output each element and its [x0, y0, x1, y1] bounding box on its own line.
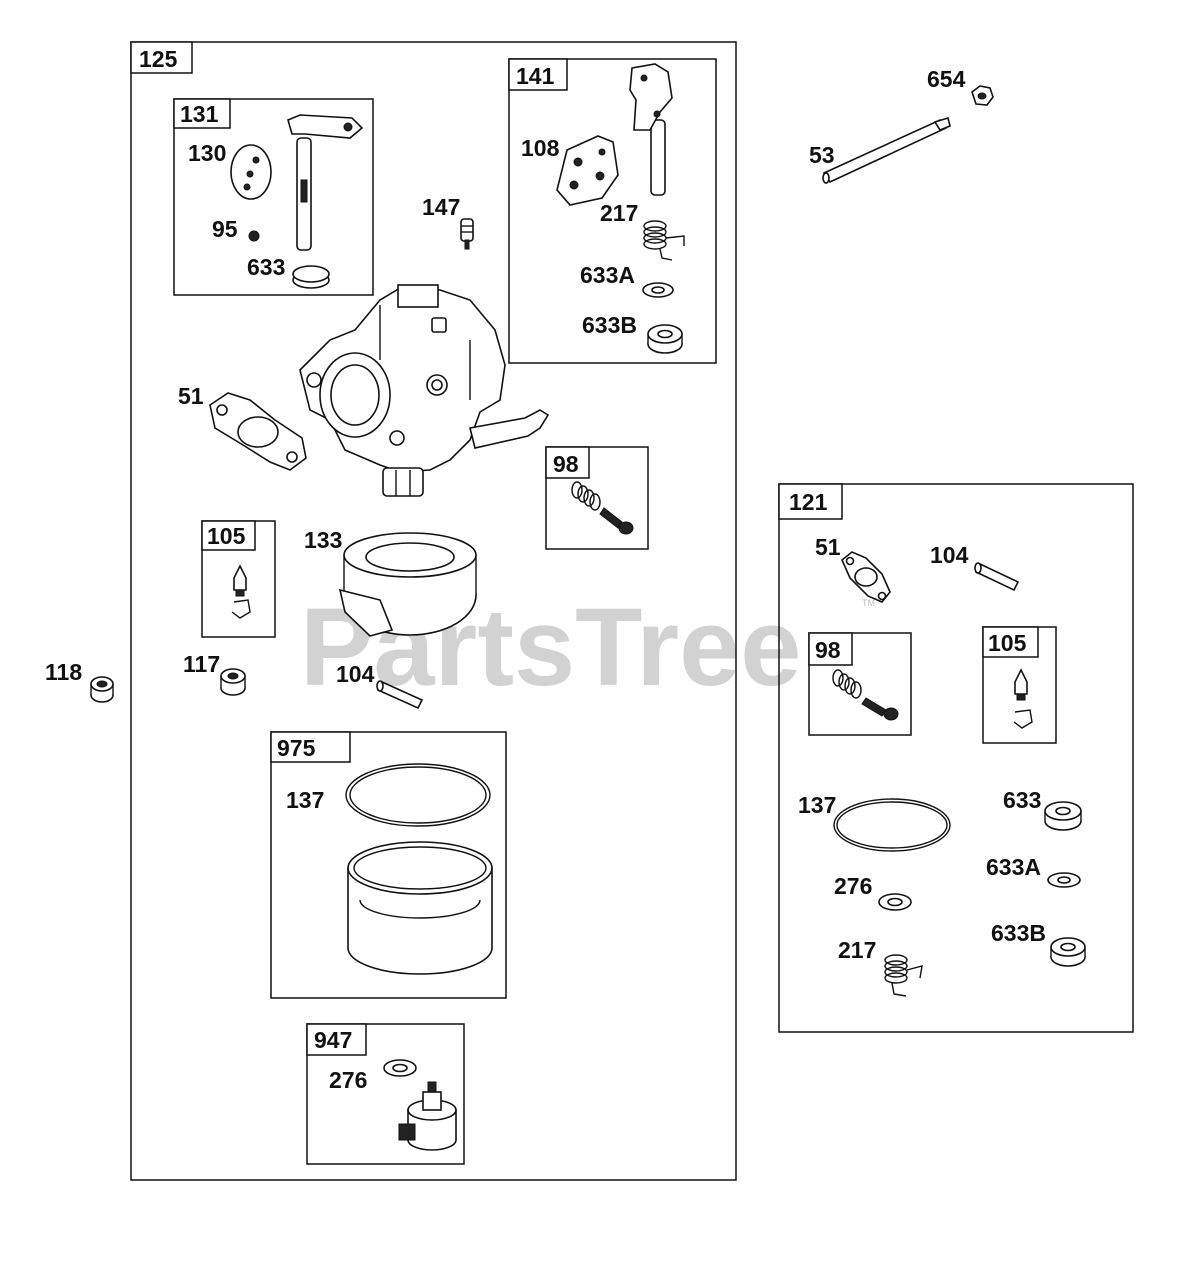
spring-217-kit-part[interactable]	[884, 954, 923, 997]
washer-276-part[interactable]	[383, 1059, 417, 1077]
mixture-screw-part[interactable]	[571, 481, 634, 535]
label-633: 633	[247, 254, 285, 280]
label-276-kit: 276	[834, 873, 872, 899]
group-tag-131: 131	[180, 101, 219, 127]
group-98-left[interactable]: 98	[545, 446, 649, 550]
washer-633A-kit-part[interactable]	[1047, 872, 1081, 888]
label-633-kit: 633	[1003, 787, 1041, 813]
spring-217-part[interactable]	[643, 220, 685, 261]
pin-104-kit-part[interactable]	[974, 562, 1020, 592]
label-276: 276	[329, 1067, 367, 1093]
group-tag-105-right: 105	[988, 630, 1027, 656]
watermark-trademark: TM	[862, 598, 875, 608]
group-121[interactable]: 121	[778, 483, 1134, 1033]
label-118: 118	[45, 659, 82, 685]
label-137: 137	[286, 787, 324, 813]
group-tag-125: 125	[139, 46, 178, 72]
washer-633A-part[interactable]	[642, 282, 674, 298]
group-tag-121: 121	[789, 489, 828, 515]
group-131[interactable]: 131	[173, 98, 374, 296]
label-104-kit: 104	[930, 542, 969, 568]
o-ring-137-kit-part[interactable]	[833, 798, 951, 852]
label-654: 654	[927, 66, 966, 92]
mixture-screw-kit-part[interactable]	[832, 669, 899, 721]
fuel-solenoid-part[interactable]	[398, 1081, 457, 1151]
label-53: 53	[809, 142, 835, 168]
label-633B-kit: 633B	[991, 920, 1046, 946]
inlet-needle-kit-part[interactable]	[1013, 668, 1033, 729]
plug-117-part[interactable]	[220, 668, 246, 696]
group-tag-975: 975	[277, 735, 316, 761]
washer-633-part[interactable]	[292, 265, 330, 289]
choke-shaft-part[interactable]	[287, 114, 364, 251]
pin-104-part[interactable]	[376, 680, 424, 710]
label-104: 104	[336, 661, 375, 687]
label-95: 95	[212, 216, 238, 242]
group-105-left[interactable]: 105	[201, 520, 276, 638]
bushing-633B-part[interactable]	[647, 324, 683, 354]
bushing-633B-kit-part[interactable]	[1050, 937, 1086, 967]
idle-screw-147-part[interactable]	[460, 218, 474, 250]
group-98-right[interactable]: 98	[808, 632, 912, 736]
inlet-needle-part[interactable]	[231, 564, 251, 619]
group-tag-105-left: 105	[207, 523, 246, 549]
label-147: 147	[422, 194, 460, 220]
label-217-kit: 217	[838, 937, 876, 963]
washer-276-kit-part[interactable]	[878, 893, 912, 911]
label-633A: 633A	[580, 262, 635, 288]
float-bowl-part[interactable]	[347, 841, 493, 975]
label-117: 117	[183, 651, 220, 677]
gasket-51-kit-part[interactable]	[841, 551, 891, 603]
group-975[interactable]: 975	[270, 731, 507, 999]
group-947[interactable]: 947	[306, 1023, 465, 1165]
group-tag-947: 947	[314, 1027, 352, 1053]
o-ring-137-part[interactable]	[345, 763, 491, 827]
group-125[interactable]: 125	[130, 41, 737, 1181]
nut-654-part[interactable]	[971, 85, 994, 106]
label-51: 51	[178, 383, 204, 409]
gasket-51-part[interactable]	[209, 392, 307, 471]
throttle-shaft-part[interactable]	[629, 63, 673, 196]
throttle-plate-108-part[interactable]	[556, 135, 619, 206]
label-130: 130	[188, 140, 226, 166]
label-137-kit: 137	[798, 792, 836, 818]
label-633A-kit: 633A	[986, 854, 1041, 880]
group-141[interactable]: 141	[508, 58, 717, 364]
choke-plate-part[interactable]	[230, 144, 272, 200]
label-51-kit: 51	[815, 534, 841, 560]
group-105-right[interactable]: 105	[982, 626, 1057, 744]
stud-53-part[interactable]	[822, 116, 951, 184]
label-217: 217	[600, 200, 638, 226]
label-633B: 633B	[582, 312, 637, 338]
label-133: 133	[304, 527, 342, 553]
label-108: 108	[521, 135, 560, 161]
float-133-part[interactable]	[338, 532, 477, 637]
group-tag-141: 141	[516, 63, 555, 89]
carburetor-body-part[interactable]	[299, 284, 550, 497]
group-tag-98-right: 98	[815, 637, 841, 663]
group-tag-98-left: 98	[553, 451, 579, 477]
plug-118-part[interactable]	[90, 676, 114, 703]
screw-95-part[interactable]	[248, 230, 260, 242]
bushing-633-kit-part[interactable]	[1044, 801, 1082, 831]
